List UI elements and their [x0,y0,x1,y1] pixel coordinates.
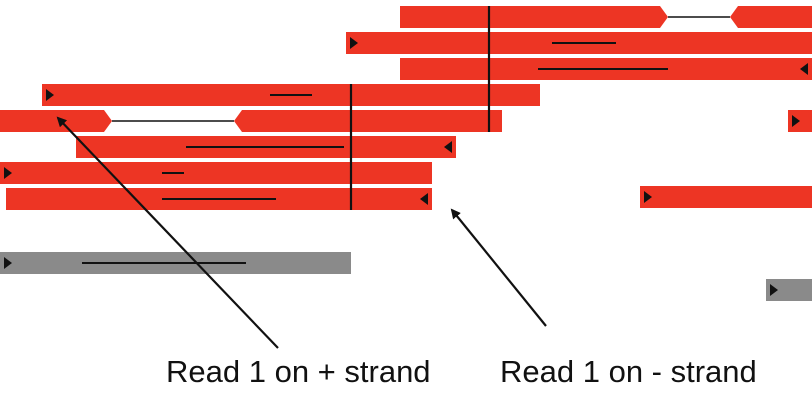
aligned-read [400,6,812,28]
strand-marker-plus [644,191,652,203]
caption-read1-plus-strand: Read 1 on + strand [166,354,431,389]
aligned-read [400,58,812,80]
read-segment [766,279,812,301]
read-segment [640,186,812,208]
strand-marker-minus [800,63,808,75]
read-segment [0,162,432,184]
aligned-read [42,84,540,106]
strand-marker-plus [350,37,358,49]
caption-read1-minus-strand: Read 1 on - strand [500,354,757,389]
read-segment [234,110,502,132]
aligned-read [788,110,812,132]
strand-marker-plus [4,167,12,179]
read-segment [0,110,112,132]
aligned-read [6,188,432,210]
strand-marker-plus [792,115,800,127]
strand-marker-plus [4,257,12,269]
aligned-read [766,279,812,301]
reads-layer [0,6,812,301]
arrow-to-minus-strand-read [450,208,547,327]
aligned-read [0,162,432,184]
aligned-read [76,136,456,158]
read-segment [730,6,812,28]
aligned-read [0,110,502,132]
arrow-to-plus-strand-read [56,116,279,349]
strand-marker-plus [46,89,54,101]
aligned-read [0,252,351,274]
strand-marker-plus [770,284,778,296]
aligned-read [640,186,812,208]
read-segment [400,6,668,28]
strand-marker-minus [444,141,452,153]
strand-marker-minus [420,193,428,205]
aligned-read [346,32,812,54]
arrows-layer [56,116,547,349]
